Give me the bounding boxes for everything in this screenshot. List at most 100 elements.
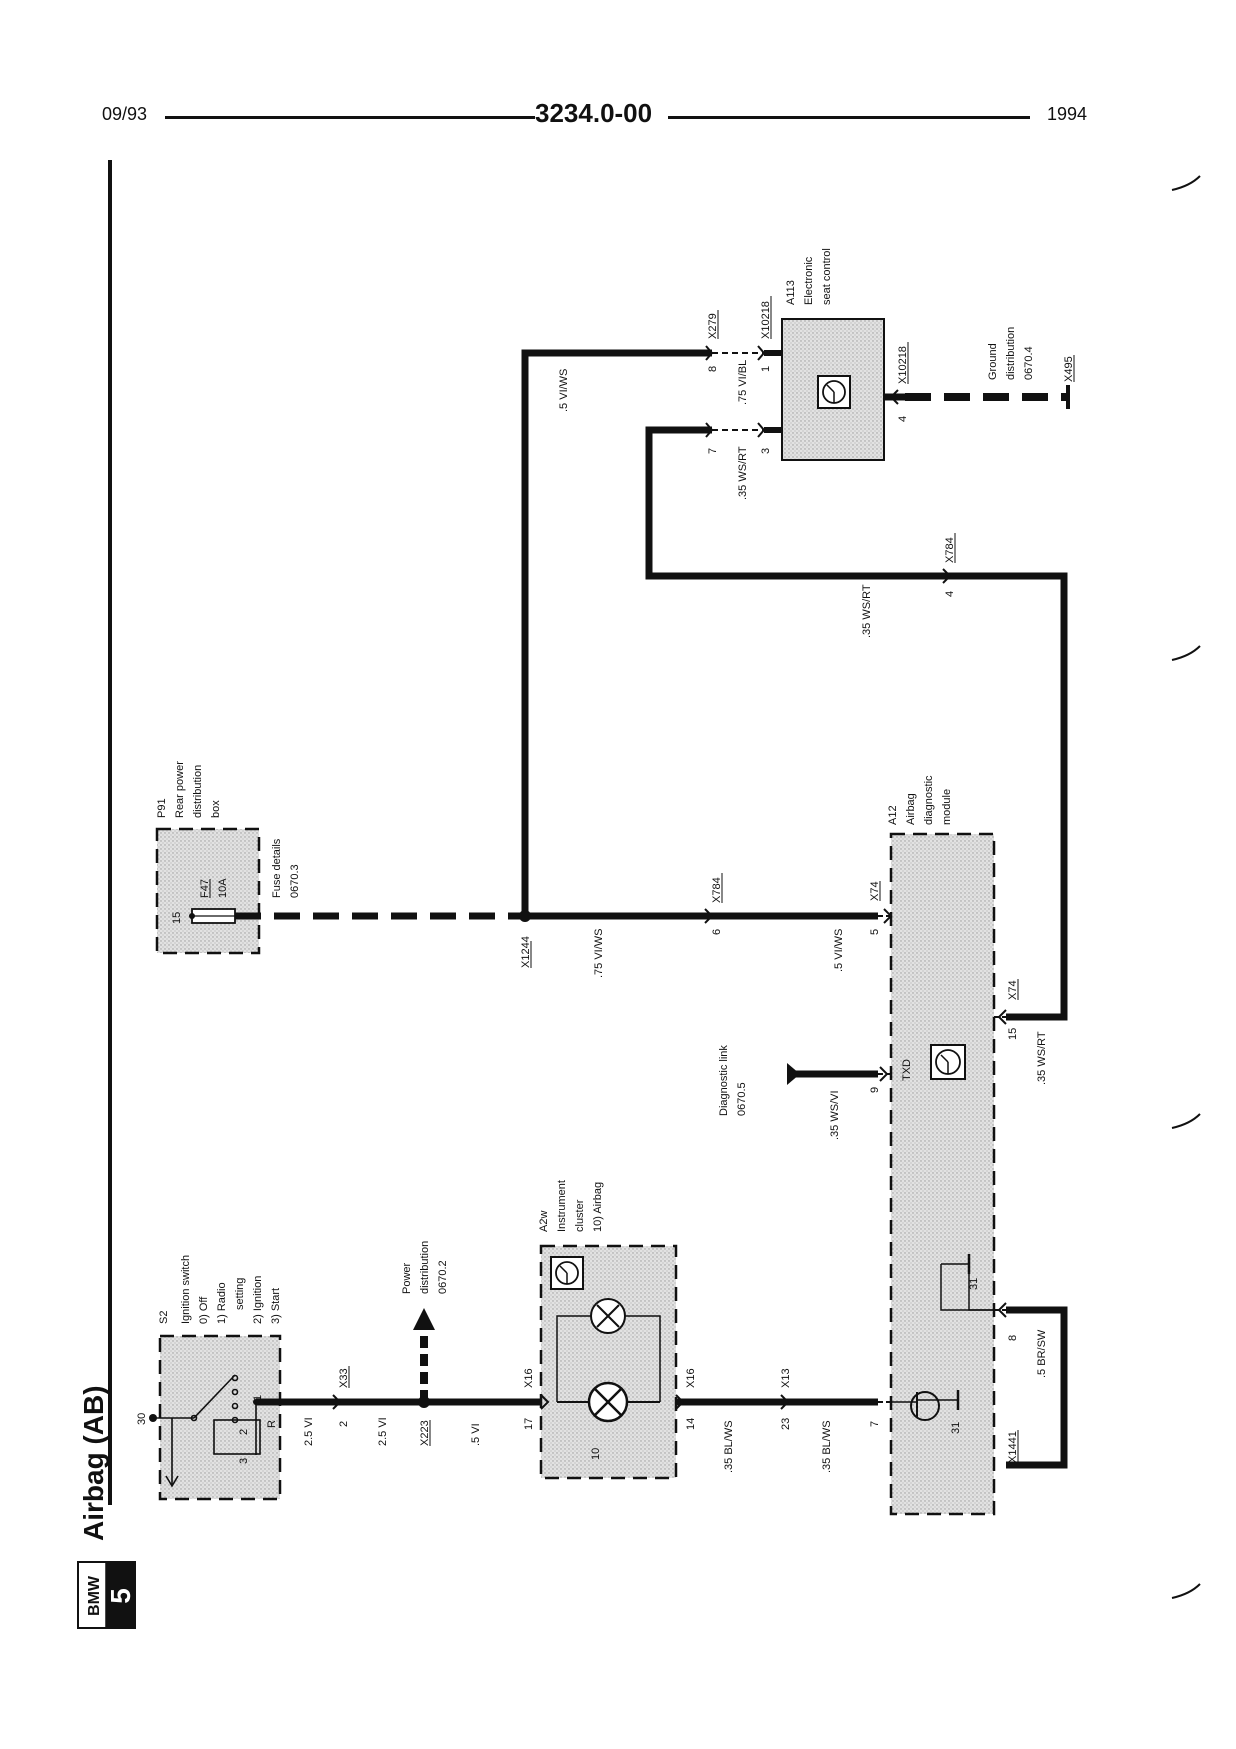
- x223-size: .5 VI: [470, 1423, 482, 1446]
- a12-name1: Airbag: [905, 793, 917, 825]
- a12-pin9: 9: [869, 1087, 881, 1093]
- x784b-pin: 4: [944, 591, 956, 597]
- x74b-size: .35 WS/RT: [1036, 1031, 1048, 1085]
- a12-pin7: 7: [869, 1421, 881, 1427]
- power-arrow-icon: [413, 1308, 435, 1330]
- ground-ref: 0670.4: [1023, 346, 1035, 380]
- p91-details1: Fuse details: [271, 838, 283, 898]
- s2-id: S2: [158, 1311, 170, 1324]
- s2-switch-symbol: [153, 1374, 261, 1488]
- p91-pin: 15: [171, 912, 183, 924]
- a12-name2: diagnostic: [923, 775, 935, 825]
- x495-id: X495: [1063, 356, 1075, 382]
- x13-id: X13: [780, 1368, 792, 1388]
- badge-series: 5: [105, 1588, 136, 1604]
- a12-pin8: 8: [1007, 1335, 1019, 1341]
- a2w-lamp: 10: [590, 1448, 602, 1460]
- s2-pin30: 30: [136, 1413, 148, 1425]
- header-year: 1994: [1047, 104, 1088, 124]
- a12-txd: TXD: [901, 1059, 913, 1081]
- s2-pos3: 3) Start: [270, 1288, 282, 1324]
- x33-size: 2.5 VI: [377, 1417, 389, 1446]
- splice-x1244: [519, 910, 531, 922]
- margin-marks: [1171, 175, 1201, 1599]
- a12-airbag-module-box: [889, 832, 996, 1516]
- x1441-id: X1441: [1007, 1431, 1019, 1463]
- diag-ref: 0670.5: [736, 1082, 748, 1116]
- a12-pin15: 15: [1007, 1028, 1019, 1040]
- a113-electronics-icon: [817, 375, 851, 409]
- x784a-id: X784: [711, 877, 723, 903]
- badge-brand: BMW: [86, 1575, 103, 1616]
- p91-details2: 0670.3: [289, 864, 301, 898]
- module-transistor-icon: [910, 1391, 940, 1421]
- x16a-pin: 17: [523, 1418, 535, 1430]
- ground-text1: Ground: [987, 343, 999, 380]
- x10218b-id: X10218: [897, 346, 909, 384]
- wire-x279-x74: [645, 426, 1068, 1021]
- diagram-title: Airbag (AB): [78, 1385, 109, 1541]
- x279-pin8: 8: [707, 366, 719, 372]
- x74b-id: X74: [1007, 980, 1019, 1000]
- header-date: 09/93: [102, 104, 148, 124]
- x10218a-pin3: 3: [760, 448, 772, 454]
- a2w-name2: cluster: [574, 1199, 586, 1232]
- a113-name2: seat control: [821, 248, 833, 305]
- wire-x1441-loop: [1006, 1306, 1068, 1469]
- s2-pinR: R: [266, 1420, 278, 1428]
- x10218b-pin: 4: [897, 416, 909, 422]
- a12-pin5: 5: [869, 929, 881, 935]
- s2-pos1: 1) Radio: [216, 1282, 228, 1324]
- x16a-id: X16: [523, 1368, 535, 1388]
- x279-size: .35 WS/RT: [737, 446, 749, 500]
- a12-id: A12: [887, 805, 899, 825]
- connector-chevrons: [332, 345, 1007, 1410]
- a113-id: A113: [785, 280, 797, 305]
- diag-text1: Diagnostic link: [718, 1045, 730, 1116]
- x279-pin7: 7: [707, 448, 719, 454]
- p91-name3: box: [210, 800, 222, 818]
- header-rule-right: [668, 116, 1030, 119]
- p91-distribution-box: [155, 827, 261, 955]
- fuse-f47: [189, 908, 236, 924]
- x223-id: X223: [419, 1420, 431, 1446]
- x33-id: X33: [338, 1368, 350, 1388]
- power-ref: 0670.2: [437, 1260, 449, 1294]
- x74a-size: .5 VI/WS: [833, 929, 845, 972]
- x1441-size: .5 BR/SW: [1036, 1329, 1048, 1378]
- x784b-id: X784: [944, 537, 956, 563]
- power-text1: Power: [401, 1262, 413, 1294]
- x10218a-pin1: 1: [760, 366, 772, 372]
- x1244-id: X1244: [520, 936, 532, 968]
- x13-size: .35 BL/WS: [821, 1420, 833, 1473]
- x10218a-id: X10218: [760, 301, 772, 339]
- p91-id: P91: [156, 798, 168, 818]
- x74a-id: X74: [869, 881, 881, 901]
- x10218a-size: .75 VI/BL: [737, 360, 749, 405]
- x784a-size: .75 VI/WS: [593, 928, 605, 978]
- a12-pin31b: 31: [968, 1278, 980, 1290]
- x279-id: X279: [707, 313, 719, 339]
- x784a-pin: 6: [711, 929, 723, 935]
- p91-rating: 10A: [217, 878, 229, 898]
- x16b-id: X16: [685, 1368, 697, 1388]
- splice-x223: [418, 1396, 430, 1408]
- s2-n3: 3: [238, 1458, 250, 1464]
- x16b-pin: 14: [685, 1418, 697, 1430]
- s2-n2: 2: [238, 1429, 250, 1435]
- a12-pin31: 31: [950, 1422, 962, 1434]
- a12-name3: module: [941, 789, 953, 825]
- ground-text2: distribution: [1005, 327, 1017, 380]
- diagnostic-link-arrow-icon: [787, 1063, 800, 1085]
- power-text2: distribution: [419, 1241, 431, 1294]
- p91-fuse: F47: [199, 879, 211, 898]
- x13-pin: 23: [780, 1418, 792, 1430]
- s2-n1: 1: [252, 1395, 264, 1401]
- a2w-lamp-symbols: [550, 1256, 661, 1423]
- a2w-name1: Instrument: [556, 1180, 568, 1232]
- a2w-note: 10) Airbag: [592, 1182, 604, 1232]
- diag-size: .35 WS/VI: [829, 1090, 841, 1140]
- a12-internals: [891, 1044, 994, 1421]
